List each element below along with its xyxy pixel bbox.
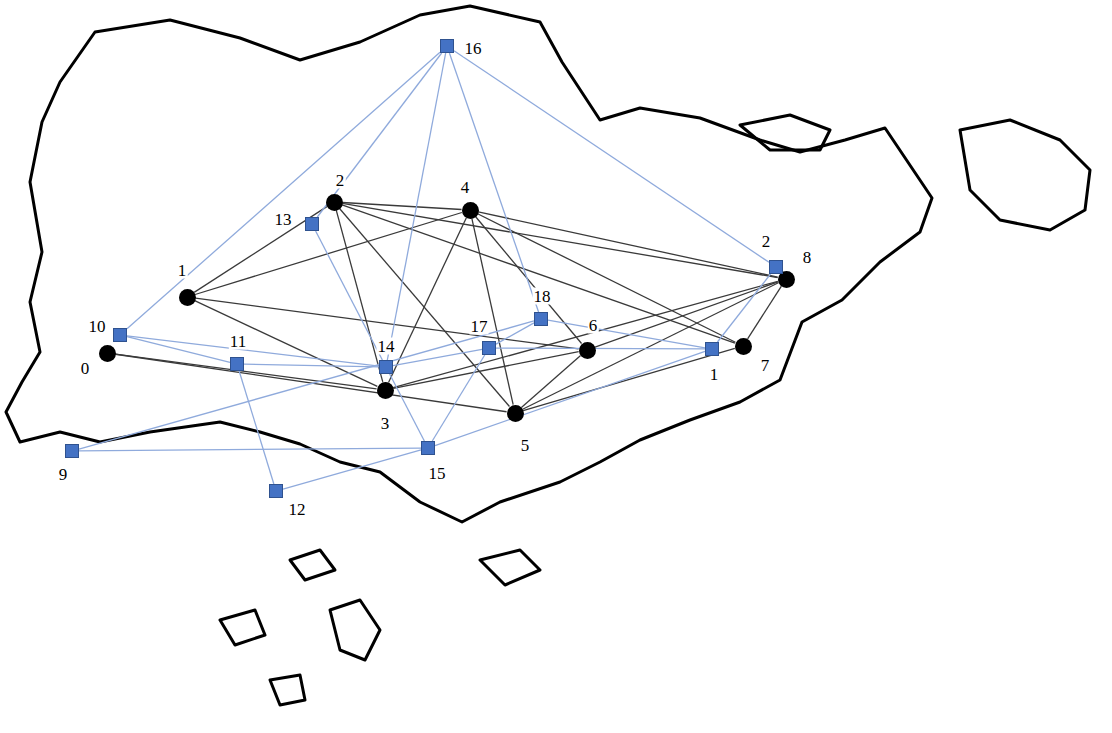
node-number: 9 [58,466,69,483]
station-square: 12 [269,484,283,498]
node-number: 6 [588,317,599,334]
station-link [496,347,705,349]
site-link [595,282,778,347]
site-link [115,354,506,412]
station-link [449,53,538,312]
station-square: 2 [769,260,783,274]
station-square: 18 [534,312,548,326]
station-square: 11 [230,357,244,371]
station-link [127,337,230,363]
site-link [475,217,581,344]
node-number: 14 [377,338,396,355]
station-link [393,349,482,365]
east-island [960,120,1090,230]
southern-island [290,550,335,580]
node-number: 10 [88,318,107,335]
node-number: 5 [520,437,531,454]
station-link [432,355,484,441]
site-circle: 1 [179,289,196,306]
station-link [454,51,769,263]
site-link [194,207,327,293]
station-link [283,450,421,489]
node-number: 3 [380,415,391,432]
station-square: 15 [421,441,435,455]
station-link [127,336,379,366]
site-link [472,218,513,404]
node-number: 1 [177,262,188,279]
station-square: 13 [305,217,319,231]
station-link [387,53,445,360]
node-number: 8 [802,249,813,266]
main-island [6,6,932,522]
site-link [521,356,580,408]
node-number: 11 [229,333,247,350]
site-circle: 7 [735,338,752,355]
site-circle: 0 [99,345,116,362]
site-link [340,208,510,406]
node-number: 17 [470,318,489,335]
site-link [195,212,462,294]
site-link [336,210,383,382]
site-circle: 4 [462,202,479,219]
node-number: 16 [464,40,483,57]
station-square: 14 [379,360,393,374]
site-link [195,301,378,387]
southern-island [270,675,305,705]
node-number: 15 [428,465,447,482]
site-circle: 6 [579,342,596,359]
station-link [548,320,705,348]
node-number: 1 [709,366,720,383]
station-link [79,448,421,451]
node-number: 2 [335,172,346,189]
station-link [496,323,534,344]
station-link [239,371,274,484]
station-link [435,351,705,445]
node-number: 0 [80,360,91,377]
site-link [389,218,467,383]
site-link [115,354,376,389]
station-link [127,52,440,329]
node-number: 2 [761,233,772,250]
site-link [342,203,777,277]
station-square: 17 [482,341,496,355]
site-circle: 2 [326,194,343,211]
southern-island [330,600,380,660]
node-number: 18 [533,288,552,305]
site-circle: 5 [507,405,524,422]
southern-island [480,550,540,585]
station-square: 10 [113,328,127,342]
node-number: 7 [760,357,771,374]
node-number: 12 [288,501,307,518]
southern-island [220,610,265,645]
site-circle: 3 [377,382,394,399]
station-square: 1 [705,342,719,356]
station-square: 16 [440,39,454,53]
station-link [316,231,383,360]
station-link [317,53,441,217]
node-number: 13 [274,211,293,228]
node-number: 4 [460,179,471,196]
station-link [717,274,770,342]
site-link [523,348,735,410]
station-link [244,364,379,367]
station-link [390,374,425,441]
northeast-island [740,115,830,150]
site-link [393,352,578,389]
site-link [748,286,782,339]
station-square: 9 [65,444,79,458]
site-link [523,283,779,409]
station-link [79,321,534,449]
